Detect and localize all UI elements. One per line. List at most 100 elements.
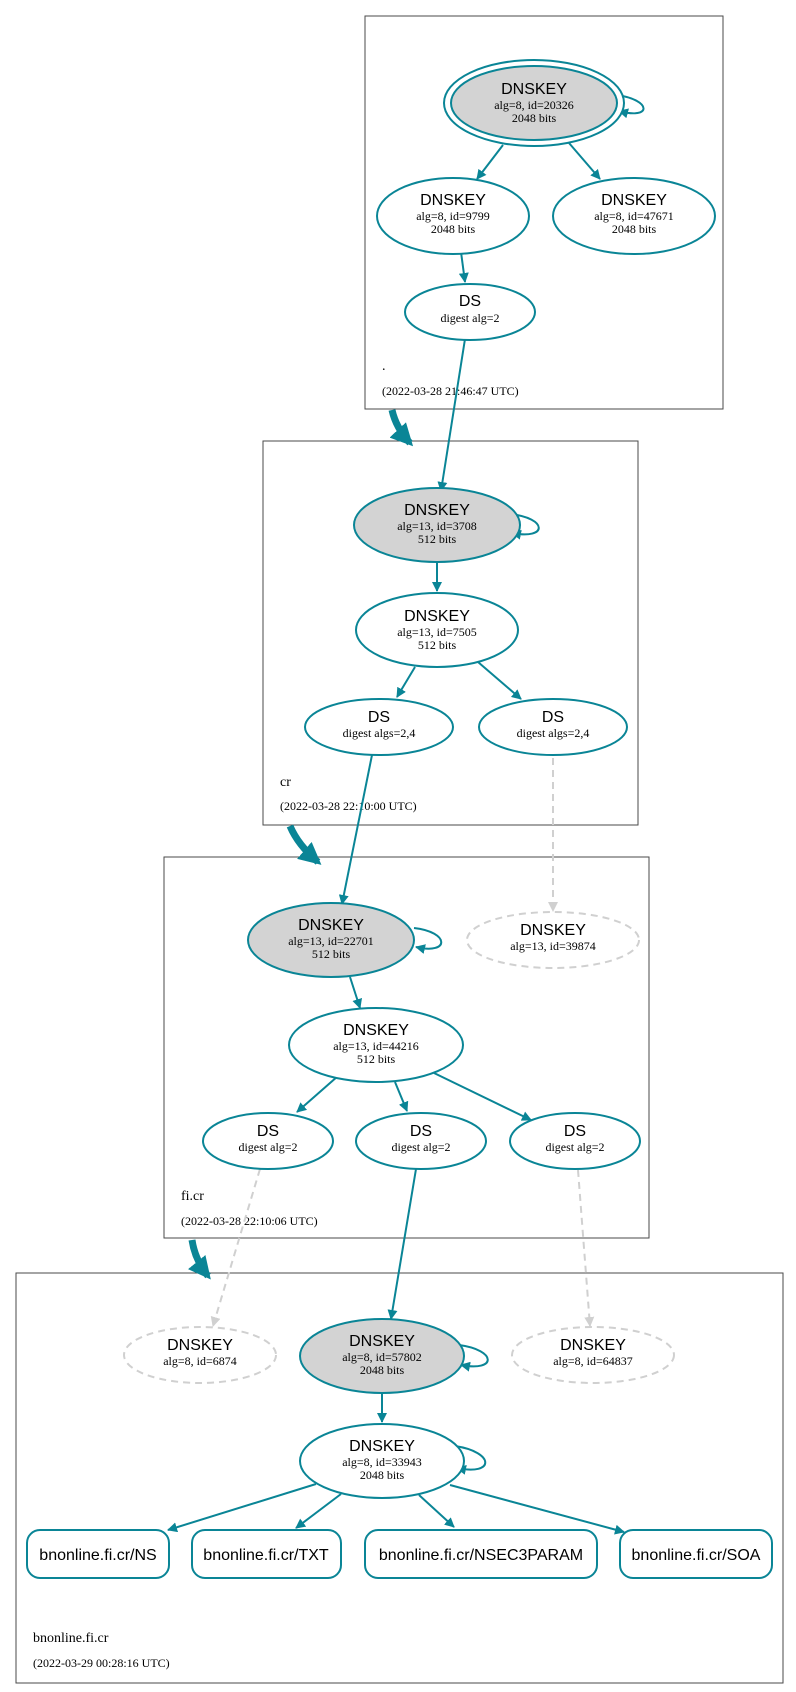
node-detail: digest algs=2,4 — [517, 726, 590, 740]
rrset-label: bnonline.fi.cr/NSEC3PARAM — [379, 1547, 583, 1564]
edge-bn-zsk-txt — [295, 1493, 342, 1529]
node-title: DS — [257, 1123, 279, 1140]
node-root-zsk-9799[interactable]: DNSKEY alg=8, id=9799 2048 bits — [376, 177, 530, 255]
node-detail: digest alg=2 — [440, 311, 499, 325]
node-detail: digest alg=2 — [238, 1140, 297, 1154]
node-detail: digest algs=2,4 — [343, 726, 416, 740]
rrset-soa[interactable]: bnonline.fi.cr/SOA — [619, 1529, 773, 1579]
edge-ficr-zsk-ds3 — [433, 1072, 532, 1121]
edge-ficr-ksk-self — [413, 927, 443, 954]
node-detail: alg=8, id=9799 — [416, 209, 490, 223]
zone-root-date: (2022-03-28 21:46:47 UTC) — [382, 384, 519, 398]
rrset-label: bnonline.fi.cr/TXT — [203, 1547, 329, 1564]
edge-bn-zsk-soa — [449, 1484, 625, 1535]
zone-ficr-date: (2022-03-28 22:10:06 UTC) — [181, 1214, 318, 1228]
node-title: DNSKEY — [349, 1438, 415, 1455]
node-title: DS — [368, 709, 390, 726]
delegation-arrow-ficr-bnonline — [188, 1239, 211, 1280]
node-title: DS — [459, 293, 481, 310]
node-detail: digest alg=2 — [391, 1140, 450, 1154]
edge-root-ksk-self — [616, 94, 645, 119]
zone-bnonline-date: (2022-03-29 00:28:16 UTC) — [33, 1656, 170, 1670]
edge-ficr-ksk-zsk — [349, 976, 362, 1009]
rrset-label: bnonline.fi.cr/SOA — [632, 1547, 761, 1564]
node-detail: alg=13, id=44216 — [333, 1039, 419, 1053]
node-title: DNSKEY — [560, 1337, 626, 1354]
node-detail: alg=13, id=22701 — [288, 934, 374, 948]
node-detail: alg=8, id=64837 — [553, 1354, 633, 1368]
node-detail: 2048 bits — [360, 1363, 405, 1377]
node-cr-ds-2[interactable]: DS digest algs=2,4 — [478, 698, 628, 756]
node-detail: 512 bits — [418, 638, 457, 652]
node-ficr-zsk[interactable]: DNSKEY alg=13, id=44216 512 bits — [288, 1007, 464, 1083]
node-bn-missing-6874[interactable]: DNSKEY alg=8, id=6874 — [123, 1326, 277, 1384]
node-detail: 2048 bits — [431, 222, 476, 236]
rrset-nsec3param[interactable]: bnonline.fi.cr/NSEC3PARAM — [364, 1529, 598, 1579]
edge-ficr-zsk-ds1 — [296, 1075, 339, 1113]
edge-ficr-zsk-ds2 — [394, 1081, 409, 1112]
rrset-ns[interactable]: bnonline.fi.cr/NS — [26, 1529, 170, 1579]
edge-ficr-ds3-bn-missing2 — [577, 1169, 595, 1327]
zone-cr-label: cr — [280, 775, 291, 790]
rrset-txt[interactable]: bnonline.fi.cr/TXT — [191, 1529, 342, 1579]
rrset-label: bnonline.fi.cr/NS — [39, 1547, 156, 1564]
node-title: DNSKEY — [343, 1022, 409, 1039]
node-bn-missing-64837[interactable]: DNSKEY alg=8, id=64837 — [511, 1326, 675, 1384]
edge-root-ksk-zsk2 — [568, 142, 601, 180]
node-detail: alg=13, id=39874 — [510, 939, 596, 953]
zone-cr-date: (2022-03-28 22:10:00 UTC) — [280, 799, 417, 813]
node-title: DNSKEY — [404, 502, 470, 519]
delegation-arrow-cr-ficr — [286, 824, 322, 865]
node-title: DNSKEY — [501, 81, 567, 98]
zone-bnonline-label: bnonline.fi.cr — [33, 1631, 109, 1646]
edge-cr-ksk-self — [509, 513, 540, 540]
node-detail: 2048 bits — [360, 1468, 405, 1482]
node-detail: alg=8, id=33943 — [342, 1455, 422, 1469]
node-title: DNSKEY — [167, 1337, 233, 1354]
node-title: DS — [542, 709, 564, 726]
edge-bn-zsk-nsec3param — [418, 1494, 455, 1528]
delegation-arrow-root-cr — [388, 409, 414, 447]
node-detail: alg=13, id=3708 — [397, 519, 477, 533]
node-detail: digest alg=2 — [545, 1140, 604, 1154]
edge-root-ds-cr-ksk — [437, 338, 466, 492]
node-detail: alg=8, id=6874 — [163, 1354, 237, 1368]
node-root-ds[interactable]: DS digest alg=2 — [404, 283, 536, 341]
node-title: DNSKEY — [349, 1333, 415, 1350]
node-bn-zsk[interactable]: DNSKEY alg=8, id=33943 2048 bits — [299, 1423, 465, 1499]
node-ficr-ds-1[interactable]: DS digest alg=2 — [202, 1112, 334, 1170]
node-detail: alg=8, id=57802 — [342, 1350, 422, 1364]
edge-bn-zsk-ns — [167, 1483, 317, 1533]
node-title: DS — [564, 1123, 586, 1140]
node-detail: 512 bits — [312, 947, 351, 961]
node-detail: alg=8, id=47671 — [594, 209, 674, 223]
node-ficr-ds-3[interactable]: DS digest alg=2 — [509, 1112, 641, 1170]
node-detail: 512 bits — [357, 1052, 396, 1066]
node-title: DNSKEY — [298, 917, 364, 934]
edge-root-ksk-zsk1 — [476, 144, 504, 180]
node-title: DNSKEY — [520, 922, 586, 939]
node-detail: alg=13, id=7505 — [397, 625, 477, 639]
node-cr-zsk[interactable]: DNSKEY alg=13, id=7505 512 bits — [355, 592, 519, 668]
node-root-zsk-47671[interactable]: DNSKEY alg=8, id=47671 2048 bits — [552, 177, 716, 255]
node-title: DNSKEY — [601, 192, 667, 209]
node-detail: 2048 bits — [612, 222, 657, 236]
node-detail: 2048 bits — [512, 111, 557, 125]
node-root-ksk[interactable]: DNSKEY alg=8, id=20326 2048 bits — [443, 59, 625, 147]
zone-root-label: . — [382, 359, 386, 374]
node-cr-ksk[interactable]: DNSKEY alg=13, id=3708 512 bits — [353, 487, 521, 563]
edge-cr-zsk-ds2 — [477, 661, 522, 700]
node-cr-ds-1[interactable]: DS digest algs=2,4 — [304, 698, 454, 756]
edge-ficr-ds2-bn-ksk — [387, 1168, 417, 1320]
node-title: DNSKEY — [420, 192, 486, 209]
node-ficr-ds-2[interactable]: DS digest alg=2 — [355, 1112, 487, 1170]
node-ficr-missing-39874[interactable]: DNSKEY alg=13, id=39874 — [466, 911, 640, 969]
node-detail: alg=8, id=20326 — [494, 98, 574, 112]
edge-bn-zsk-self — [454, 1445, 487, 1475]
node-bn-ksk[interactable]: DNSKEY alg=8, id=57802 2048 bits — [299, 1318, 465, 1394]
node-ficr-ksk[interactable]: DNSKEY alg=13, id=22701 512 bits — [247, 902, 415, 978]
edge-bn-ksk-self — [458, 1344, 489, 1372]
edge-cr-zsk-ds1 — [396, 666, 416, 698]
node-title: DNSKEY — [404, 608, 470, 625]
